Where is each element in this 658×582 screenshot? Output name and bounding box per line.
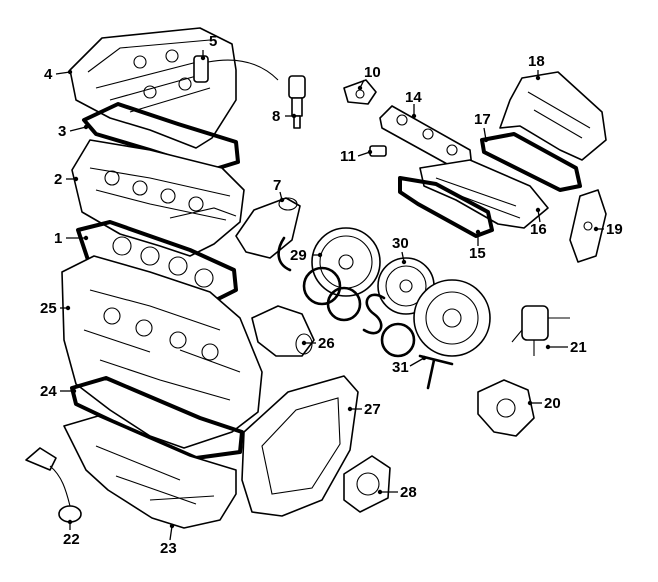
part-label-25: 25 (40, 300, 57, 317)
leader-line-23 (169, 525, 173, 541)
part-label-30: 30 (392, 235, 409, 252)
part-label-4: 4 (44, 66, 53, 83)
sensor-10-part (343, 79, 377, 105)
pressure-plate-part (413, 279, 491, 357)
part-label-11: 11 (340, 148, 356, 165)
leader-dot-26 (301, 340, 307, 346)
fuel-filter-part (511, 305, 570, 356)
leader-dot-4 (67, 69, 73, 75)
part-label-1: 1 (54, 230, 62, 247)
watermark-glyph-o3 (380, 322, 416, 358)
starter-motor-part (251, 305, 315, 357)
oil-pan-part (63, 415, 237, 529)
leader-dot-3 (83, 124, 89, 130)
part-label-19: 19 (606, 221, 623, 238)
leader-line-31 (409, 357, 425, 367)
watermark-glyph-s (362, 293, 386, 335)
oil-sensor-part (193, 55, 279, 83)
leader-dot-25 (65, 305, 71, 311)
leader-dot-11 (367, 149, 373, 155)
part-label-14: 14 (405, 89, 422, 106)
part-label-31: 31 (392, 359, 409, 376)
leader-dot-19 (593, 226, 599, 232)
part-label-24: 24 (40, 383, 57, 400)
ignition-coil-part (288, 75, 306, 129)
part-label-27: 27 (364, 401, 381, 418)
part-label-20: 20 (544, 395, 561, 412)
fuel-rail-part (379, 105, 473, 171)
oil-pan-gasket-part (70, 376, 244, 460)
part-label-15: 15 (469, 245, 486, 262)
leader-dot-15 (475, 229, 481, 235)
part-label-21: 21 (570, 339, 587, 356)
leader-line-4 (55, 71, 71, 75)
leader-dot-29 (317, 252, 323, 258)
leader-dot-28 (377, 489, 383, 495)
watermark-glyph-o2 (326, 286, 362, 322)
part-label-23: 23 (160, 540, 177, 557)
flywheel-part (311, 227, 381, 297)
intake-manifold-part (499, 71, 607, 161)
leader-dot-8 (291, 113, 297, 119)
leader-dot-18 (535, 75, 541, 81)
leader-dot-16 (535, 207, 541, 213)
thermostat-housing-part (235, 197, 301, 259)
leader-dot-21 (545, 344, 551, 350)
part-label-28: 28 (400, 484, 417, 501)
leader-dot-1 (83, 235, 89, 241)
watermark (277, 236, 454, 390)
bracket-19-part (569, 189, 607, 263)
rear-seal-housing-part (343, 455, 391, 513)
leader-dot-17 (483, 137, 489, 143)
oil-filler-part (25, 447, 82, 523)
leader-dot-30 (401, 259, 407, 265)
leader-dot-24 (71, 388, 77, 394)
part-label-5: 5 (209, 33, 217, 50)
adapter-plate-part (241, 375, 359, 517)
part-label-26: 26 (318, 335, 335, 352)
part-label-3: 3 (58, 123, 66, 140)
part-label-18: 18 (528, 53, 545, 70)
leader-dot-14 (411, 113, 417, 119)
part-label-8: 8 (272, 108, 280, 125)
part-label-29: 29 (290, 247, 307, 264)
water-pump-part (477, 379, 535, 437)
part-label-10: 10 (364, 64, 381, 81)
part-label-17: 17 (474, 111, 491, 128)
cylinder-head-part (71, 139, 245, 257)
leader-line-3 (69, 126, 87, 132)
leader-dot-27 (347, 406, 353, 412)
part-label-2: 2 (54, 171, 62, 188)
leader-dot-7 (279, 197, 285, 203)
leader-dot-31 (421, 355, 427, 361)
leader-dot-5 (200, 55, 206, 61)
intake-gasket-part (480, 132, 582, 192)
watermark-glyph-o1 (302, 266, 342, 306)
leader-dot-20 (527, 400, 533, 406)
valve-cover-gasket-part (82, 102, 240, 172)
leader-dot-2 (73, 176, 79, 182)
exhaust-gasket-part (398, 176, 494, 238)
watermark-glyph-t (418, 354, 454, 390)
part-label-22: 22 (63, 531, 80, 548)
part-labels: 1234578101114151617181920212223242526272… (40, 33, 623, 557)
part-label-16: 16 (530, 221, 547, 238)
part-label-7: 7 (273, 177, 281, 194)
sensor-11-part (369, 145, 387, 157)
leader-dot-22 (67, 519, 73, 525)
leader-dot-23 (169, 523, 175, 529)
leader-dot-10 (357, 85, 363, 91)
watermark-stroke-left (277, 236, 292, 272)
exhaust-manifold-part (419, 159, 549, 229)
engine-block-part (61, 255, 263, 449)
